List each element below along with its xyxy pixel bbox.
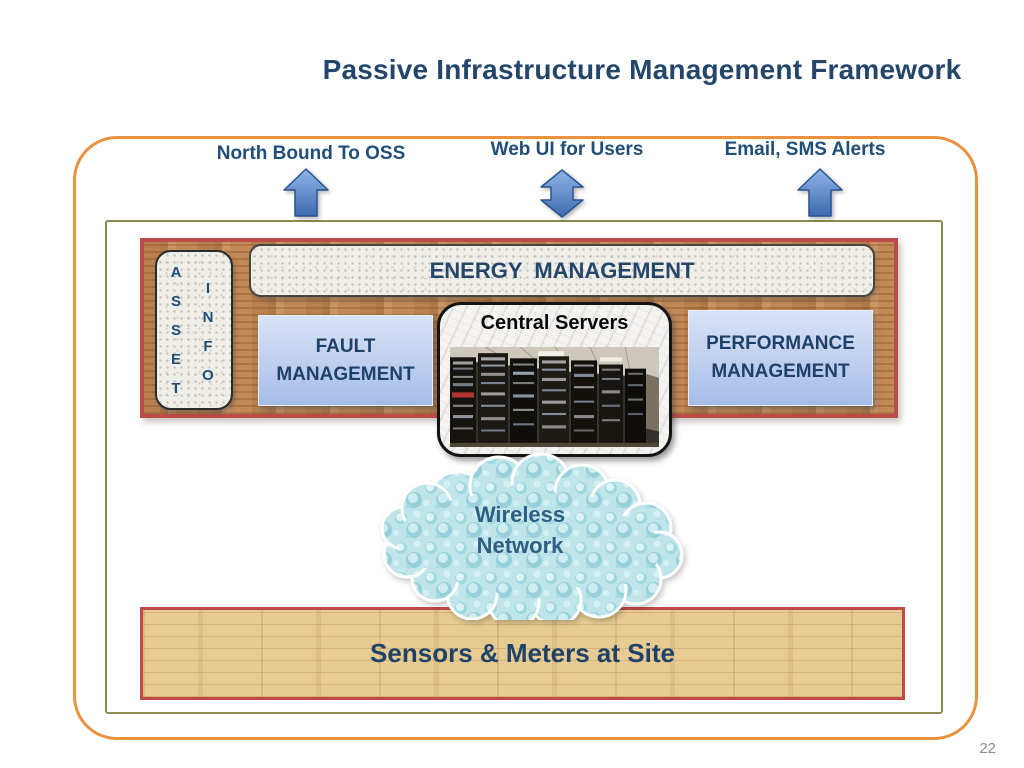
inner-olive-frame	[105, 220, 943, 714]
page-number: 22	[979, 740, 996, 757]
flow-label-web-ui-for-users: Web UI for Users	[490, 139, 644, 160]
flow-label-north-bound-to-oss: North Bound To OSS	[216, 143, 406, 164]
up-down-arrow-icon	[540, 169, 584, 218]
central-servers-title: Central Servers	[480, 312, 629, 334]
fault-management-box: FAULT MANAGEMENT	[258, 315, 433, 406]
energy-management-label: ENERGY MANAGEMENT	[429, 257, 695, 283]
up-arrow-icon	[797, 168, 843, 217]
up-arrow-icon	[283, 168, 329, 217]
energy-management-box: ENERGY MANAGEMENT	[249, 244, 875, 297]
outer-orange-frame	[73, 136, 978, 740]
wireless-network-label: Wireless Network	[474, 502, 566, 558]
flow-label-email-sms-alerts: Email, SMS Alerts	[724, 139, 886, 160]
page-title: Passive Infrastructure Management Framew…	[322, 54, 962, 85]
sensors-meters-box: Sensors & Meters at Site	[140, 607, 905, 700]
performance-management-box: PERFORMANCE MANAGEMENT	[688, 310, 873, 406]
central-servers-box: Central Servers	[437, 302, 672, 457]
asset-info-letters-asset: A S S E T	[170, 264, 182, 397]
asset-info-letters-info: I N F O	[202, 280, 214, 384]
cloud-icon	[380, 452, 684, 620]
sensors-meters-label: Sensors & Meters at Site	[370, 638, 675, 668]
asset-info-box	[155, 250, 233, 410]
server-racks-image	[450, 347, 659, 447]
